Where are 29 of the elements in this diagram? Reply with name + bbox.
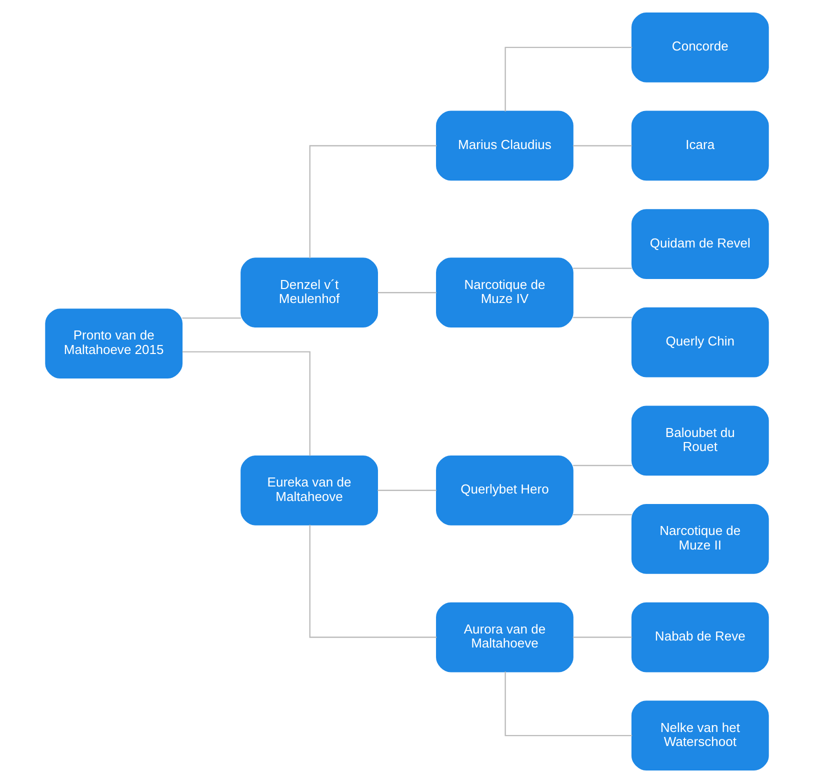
node-box: Narcotique de Muze II: [631, 504, 769, 574]
connector: [309, 524, 437, 638]
node-box: Quidam de Revel: [631, 209, 769, 279]
node-box: Nabab de Reve: [631, 602, 769, 672]
connector: [504, 672, 632, 736]
connector: [573, 145, 632, 146]
connector: [182, 351, 310, 456]
node-box: Querlybet Hero: [436, 455, 574, 526]
connector: [182, 317, 241, 319]
node-box: Narcotique de Muze IV: [436, 258, 574, 328]
node-box: Aurora van de Maltahoeve: [436, 602, 574, 672]
connector: [504, 46, 632, 112]
connector: [573, 464, 632, 466]
node-box: Querly Chin: [631, 307, 769, 378]
connector: [573, 316, 632, 318]
node-box: Denzel v´t Meulenhof: [240, 258, 378, 328]
connector: [309, 145, 437, 258]
node-box: Eureka van de Maltaheove: [240, 455, 378, 526]
node-box: Baloubet du Rouet: [631, 406, 769, 476]
node-box: Icara: [631, 110, 769, 181]
node-box: Nelke van het Waterschoot: [631, 700, 769, 771]
node-box: Concorde: [631, 12, 769, 82]
connector: [573, 636, 632, 638]
node-box: Marius Claudius: [436, 110, 574, 181]
connector: [573, 514, 632, 516]
node-box: Pronto van de Maltahoeve 2015: [45, 308, 183, 378]
connector: [378, 292, 436, 294]
connector: [573, 268, 632, 269]
connector: [378, 490, 436, 491]
